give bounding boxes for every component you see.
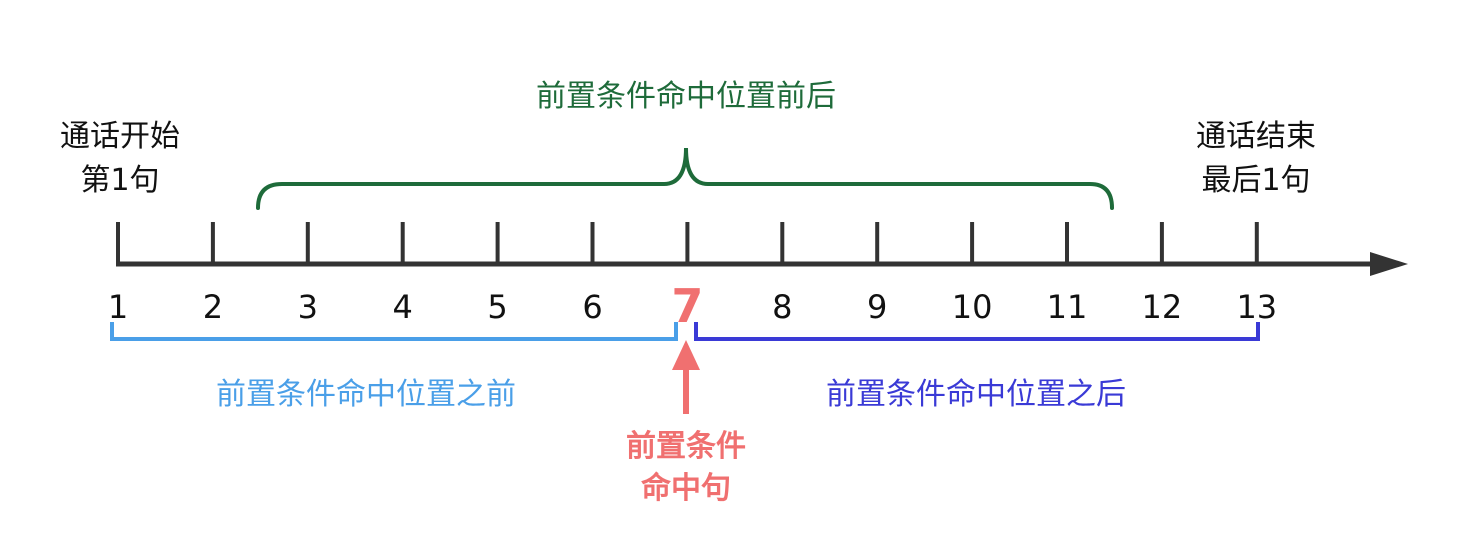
hit-arrow-icon xyxy=(672,340,700,414)
end-label-line1: 通话结束 xyxy=(1196,119,1316,154)
tick-label: 4 xyxy=(393,288,413,326)
bracket-around-label: 前置条件命中位置前后 xyxy=(536,79,836,114)
bracket-before-label: 前置条件命中位置之前 xyxy=(216,377,516,412)
bracket-after xyxy=(694,322,1260,341)
tick-label: 13 xyxy=(1236,288,1277,326)
end-label-line2: 最后1句 xyxy=(1201,163,1310,198)
tick-label: 12 xyxy=(1142,288,1183,326)
bracket-around xyxy=(256,147,1114,210)
start-label-line1: 通话开始 xyxy=(60,119,180,154)
tick-label: 9 xyxy=(867,288,887,326)
axis-arrowhead xyxy=(1370,252,1408,276)
tick-label: 2 xyxy=(203,288,223,326)
tick-label: 11 xyxy=(1047,288,1088,326)
tick-label: 8 xyxy=(772,288,792,326)
hit-marker-label-line2: 命中句 xyxy=(641,471,731,506)
tick-label: 10 xyxy=(952,288,993,326)
start-label-line2: 第1句 xyxy=(80,163,159,198)
bracket-after-label: 前置条件命中位置之后 xyxy=(826,377,1126,412)
tick-label: 1 xyxy=(108,288,128,326)
tick-label: 6 xyxy=(582,288,602,326)
bracket-before xyxy=(110,322,678,341)
hit-marker-label-line1: 前置条件 xyxy=(626,429,746,464)
tick-label: 3 xyxy=(298,288,318,326)
tick-label: 5 xyxy=(487,288,507,326)
